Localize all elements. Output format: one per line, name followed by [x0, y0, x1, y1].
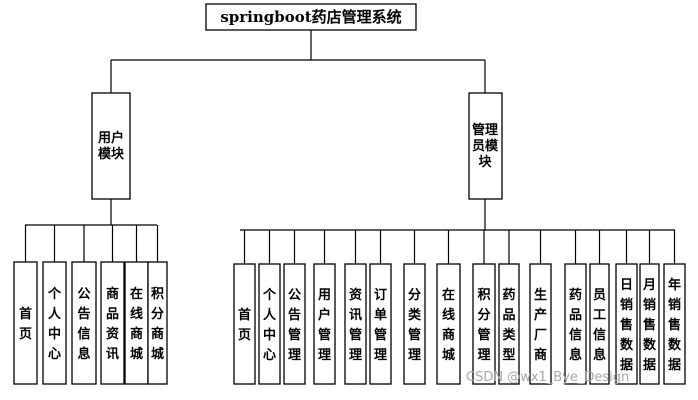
- feature-label: 用户管理: [317, 288, 331, 363]
- feature-label: 分类管理: [408, 287, 422, 363]
- feature-box: [13, 261, 38, 385]
- feature-label: 药品信息: [569, 287, 582, 363]
- feature-box: [71, 261, 97, 385]
- watermark: CSDN @wx1_Bye_Design: [466, 370, 630, 385]
- feature-box: [100, 261, 125, 385]
- feature-label: 年销售数据: [668, 277, 682, 373]
- feature-box: [233, 263, 256, 385]
- feature-label: 公告信息: [77, 287, 90, 362]
- feature-label: 首页: [238, 307, 251, 343]
- feature-box: [498, 263, 520, 385]
- feature-label: 月销售数据: [642, 278, 657, 373]
- feature-box: [258, 263, 281, 385]
- feature-label: 在线商城: [130, 286, 143, 362]
- feature-box: [564, 263, 587, 385]
- feature-label: 积分商城: [151, 286, 164, 362]
- feature-label: 日销售数据: [620, 278, 634, 373]
- feature-box: [436, 263, 461, 385]
- feature-box: [663, 263, 686, 385]
- page-title: springboot药店管理系统: [220, 8, 401, 26]
- feature-box: [283, 263, 306, 385]
- feature-label: 公告管理: [288, 288, 301, 363]
- feature-box: [639, 263, 660, 385]
- feature-label: 首页: [19, 306, 32, 342]
- module-box-admin: [468, 92, 503, 200]
- feature-label: 个人中心: [262, 287, 277, 363]
- feature-box: [615, 263, 638, 385]
- feature-label: 个人中心: [47, 286, 62, 362]
- feature-label: 员工信息: [593, 288, 606, 363]
- module-label-admin: 管理员模块: [472, 122, 499, 170]
- feature-box: [313, 263, 336, 385]
- feature-label: 资讯管理: [349, 287, 362, 363]
- feature-box: [589, 263, 610, 385]
- feature-label: 药品类型: [502, 287, 516, 363]
- feature-label: 积分管理: [477, 287, 490, 363]
- feature-box: [472, 263, 496, 385]
- title-box: [205, 3, 417, 31]
- feature-label: 生产厂商: [534, 287, 547, 363]
- feature-box: [147, 261, 168, 385]
- feature-label: 在线商城: [442, 287, 455, 363]
- feature-label: 商品资讯: [106, 286, 119, 362]
- feature-box: [42, 261, 67, 385]
- feature-box: [403, 263, 426, 385]
- feature-box: [124, 261, 149, 385]
- module-label-user: 用户模块: [97, 130, 125, 162]
- module-box-user: [91, 92, 131, 200]
- feature-label: 订单管理: [374, 287, 387, 363]
- feature-box: [344, 263, 367, 385]
- feature-box: [529, 263, 552, 385]
- feature-box: [369, 263, 392, 385]
